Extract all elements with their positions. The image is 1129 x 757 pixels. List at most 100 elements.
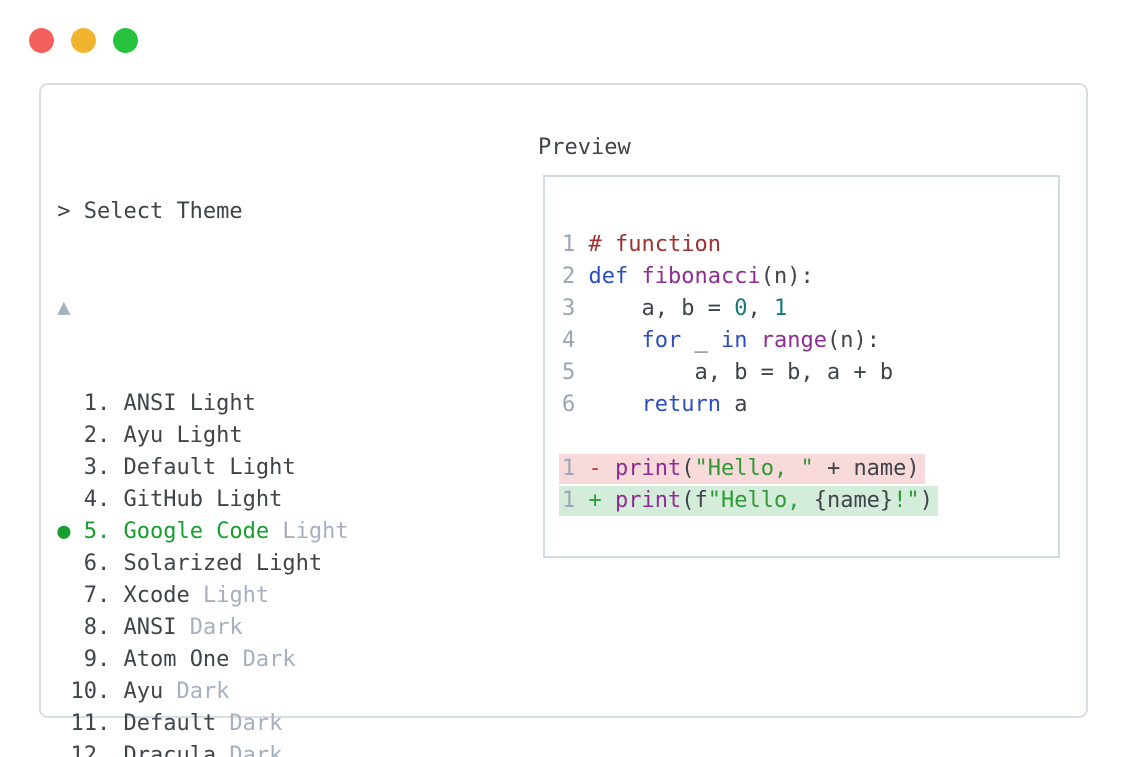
theme-item-10[interactable]: 10. Ayu Dark	[44, 676, 825, 708]
prompt: > Select Theme	[57, 199, 243, 224]
theme-list-column: > Select Theme ▲ 1. ANSI Light 2. Ayu Li…	[44, 132, 825, 757]
theme-item-5[interactable]: ● 5. Google Code Light	[44, 516, 825, 548]
theme-item-label: 6. Solarized Light	[70, 551, 323, 576]
code-line-7	[562, 421, 1058, 453]
token-function: range	[760, 328, 827, 353]
theme-item-8[interactable]: 8. ANSI Dark	[44, 612, 825, 644]
marker-spacer	[57, 583, 70, 608]
token-plain: {name}	[813, 488, 894, 513]
code-line-content: 6 return a	[559, 390, 752, 420]
theme-item-variant: Dark	[229, 647, 296, 672]
theme-item-variant: Light	[189, 583, 270, 608]
token-diff_plus: +	[588, 488, 602, 513]
theme-item-11[interactable]: 11. Default Dark	[44, 708, 825, 740]
token-plain: a	[720, 392, 748, 417]
theme-item-label: 8. ANSI	[70, 615, 177, 640]
code-line-content: 4 for _ in range(n):	[559, 326, 885, 356]
marker-spacer	[57, 679, 70, 704]
token-plain: + name)	[813, 456, 920, 481]
close-button[interactable]	[29, 28, 54, 53]
marker-spacer	[57, 647, 70, 672]
theme-item-label: 5. Google Code	[70, 519, 270, 544]
theme-item-label: 10. Ayu	[70, 679, 164, 704]
token-string: !"	[893, 488, 920, 513]
token-function: print	[615, 456, 682, 481]
code-line-content: 1 - print("Hello, " + name)	[559, 454, 925, 484]
scroll-up-indicator[interactable]: ▲	[57, 295, 71, 320]
theme-item-7[interactable]: 7. Xcode Light	[44, 580, 825, 612]
theme-item-label: 9. Atom One	[70, 647, 230, 672]
theme-item-variant: Dark	[216, 711, 283, 736]
theme-item-label: 2. Ayu Light	[70, 423, 243, 448]
token-plain: ,	[747, 296, 774, 321]
zoom-button[interactable]	[113, 28, 138, 53]
token-plain: (n):	[826, 328, 880, 353]
token-plain: _	[681, 328, 721, 353]
token-plain	[747, 328, 760, 353]
theme-item-1[interactable]: 1. ANSI Light	[44, 388, 825, 420]
preview-label: Preview	[538, 135, 631, 160]
theme-item-variant: Light	[269, 519, 349, 544]
token-plain: (n):	[760, 264, 814, 289]
line-number: 1	[562, 232, 589, 257]
token-keyword: in	[720, 328, 748, 353]
token-keyword: def	[588, 264, 629, 289]
token-plain: a, b = b, a + b	[588, 360, 894, 385]
code-line-content: 5 a, b = b, a + b	[559, 358, 898, 388]
token-plain	[602, 488, 615, 513]
token-plain	[589, 392, 642, 417]
code-line-content: 2 def fibonacci(n):	[559, 262, 819, 292]
code-line-4: 4 for _ in range(n):	[562, 325, 1058, 357]
code-line-content	[559, 422, 567, 452]
line-number: 5	[562, 360, 589, 385]
theme-list: 1. ANSI Light 2. Ayu Light 3. Default Li…	[44, 388, 825, 757]
line-number: 1	[562, 488, 589, 513]
theme-item-9[interactable]: 9. Atom One Dark	[44, 644, 825, 676]
theme-item-4[interactable]: 4. GitHub Light	[44, 484, 825, 516]
line-number: 3	[562, 296, 589, 321]
code-line-6: 6 return a	[562, 389, 1058, 421]
theme-item-12[interactable]: 12. Dracula Dark	[44, 740, 825, 757]
token-function: print	[615, 488, 682, 513]
theme-item-2[interactable]: 2. Ayu Light	[44, 420, 825, 452]
marker-spacer	[57, 487, 70, 512]
token-number: 0	[734, 296, 748, 321]
theme-item-variant: Dark	[216, 743, 283, 757]
code-line-2: 2 def fibonacci(n):	[562, 261, 1058, 293]
theme-item-3[interactable]: 3. Default Light	[44, 452, 825, 484]
theme-item-label: 3. Default Light	[70, 455, 296, 480]
line-number: 1	[562, 456, 589, 481]
token-diff_minus: -	[588, 456, 602, 481]
theme-picker-dialog: > Select Theme ▲ 1. ANSI Light 2. Ayu Li…	[39, 83, 1088, 757]
token-plain: )	[919, 488, 933, 513]
theme-item-label: 11. Default	[70, 711, 217, 736]
token-plain: (	[681, 456, 695, 481]
theme-item-label: 12. Dracula	[70, 743, 217, 757]
theme-item-label: 7. Xcode	[70, 583, 190, 608]
line-number: 2	[562, 264, 589, 289]
theme-item-label: 4. GitHub Light	[70, 487, 283, 512]
theme-item-6[interactable]: 6. Solarized Light	[44, 548, 825, 580]
token-plain: a, b =	[588, 296, 735, 321]
token-plain	[589, 328, 642, 353]
theme-item-variant: Dark	[163, 679, 230, 704]
marker-spacer	[57, 423, 70, 448]
token-plain	[602, 456, 615, 481]
token-keyword: for	[641, 328, 682, 353]
line-number: 6	[562, 392, 589, 417]
token-plain	[628, 264, 641, 289]
line-number: 4	[562, 328, 589, 353]
code-line-content: 3 a, b = 0, 1	[559, 294, 792, 324]
code-line-content: 1 # function	[559, 230, 726, 260]
diff-line-removed: 1 - print("Hello, " + name)	[559, 453, 1058, 485]
token-string: "Hello,	[707, 488, 814, 513]
marker-spacer	[57, 711, 70, 736]
token-plain: (f	[681, 488, 708, 513]
theme-item-label: 1. ANSI Light	[70, 391, 256, 416]
token-comment: # function	[588, 232, 721, 257]
token-number: 1	[773, 296, 788, 321]
minimize-button[interactable]	[71, 28, 96, 53]
